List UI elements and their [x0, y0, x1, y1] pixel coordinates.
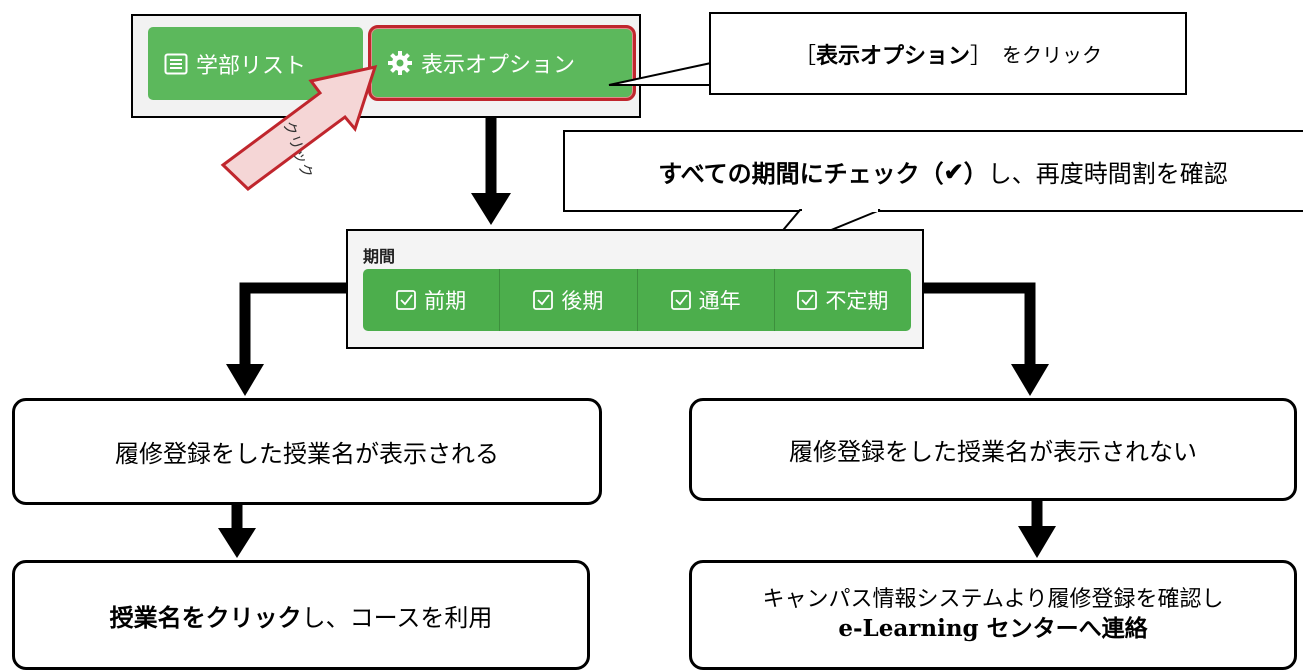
action-contact-line1: キャンパス情報システムより履修登録を確認し [762, 586, 1224, 612]
callout-display-options: ［表示オプション］ をクリック [709, 12, 1187, 95]
result-not-shown-text: 履修登録をした授業名が表示されない [789, 438, 1197, 466]
check-part5: し、再度時間割を確認 [987, 159, 1228, 188]
period-label-full-year: 通年 [698, 289, 741, 313]
result-shown-text: 履修登録をした授業名が表示される [115, 440, 499, 468]
period-label: 期間 [363, 247, 396, 266]
action-box-contact-center: キャンパス情報システムより履修登録を確認し e-Learning センターへ連絡 [689, 560, 1297, 670]
callout-options-rest: をクリック [1002, 43, 1103, 67]
checkbox-checked-icon [670, 290, 691, 310]
action-use-course-rest: し、コースを利用 [301, 603, 493, 632]
action-contact-line2: e-Learning センターへ連絡 [838, 615, 1148, 643]
check-part1: すべての [658, 159, 752, 188]
action-box-use-course: 授業名をクリックし、コースを利用 [12, 560, 590, 670]
display-options-button[interactable]: 表示オプション [368, 25, 636, 101]
period-button-first-term[interactable]: 前期 [363, 269, 501, 331]
period-button-group: 前期 後期 通年 不定期 [363, 269, 911, 331]
faculty-list-button[interactable]: 学部リスト [148, 27, 363, 100]
period-button-full-year[interactable]: 通年 [638, 269, 775, 331]
callout-tail-options [608, 61, 713, 86]
action-use-course-bold: 授業名をクリック [109, 602, 302, 632]
period-label-first-term: 前期 [424, 289, 467, 313]
display-options-label: 表示オプション [421, 53, 576, 78]
bracket-open: ［ [793, 43, 816, 69]
period-button-second-term[interactable]: 後期 [500, 269, 638, 331]
check-part3: にチェック（ [799, 159, 944, 188]
period-label-second-term: 後期 [561, 289, 604, 313]
result-box-not-shown: 履修登録をした授業名が表示されない [689, 398, 1297, 501]
period-button-irregular[interactable]: 不定期 [775, 269, 911, 331]
check-part4: ） [963, 159, 988, 188]
callout-options-bold: 表示オプション [815, 43, 970, 69]
checkbox-checked-icon [533, 290, 554, 310]
result-box-shown: 履修登録をした授業名が表示される [12, 398, 602, 505]
checkbox-checked-icon [797, 290, 818, 310]
checkbox-checked-icon [396, 290, 417, 310]
bracket-close: ］ [970, 43, 993, 69]
check-mark-icon: ✔ [943, 156, 964, 186]
callout-check-periods: すべての期間にチェック（✔）し、再度時間割を確認 [563, 130, 1303, 212]
period-filter-panel: 期間 前期 後期 通年 不定期 [346, 229, 924, 349]
list-icon [164, 53, 188, 74]
faculty-list-label: 学部リスト [196, 53, 307, 79]
gear-icon [388, 51, 412, 75]
period-label-irregular: 不定期 [825, 289, 889, 313]
check-part2: 期間 [751, 159, 800, 188]
action-use-course-text: 授業名をクリックし、コースを利用 [110, 598, 493, 633]
click-arrow: クリック [220, 64, 378, 191]
